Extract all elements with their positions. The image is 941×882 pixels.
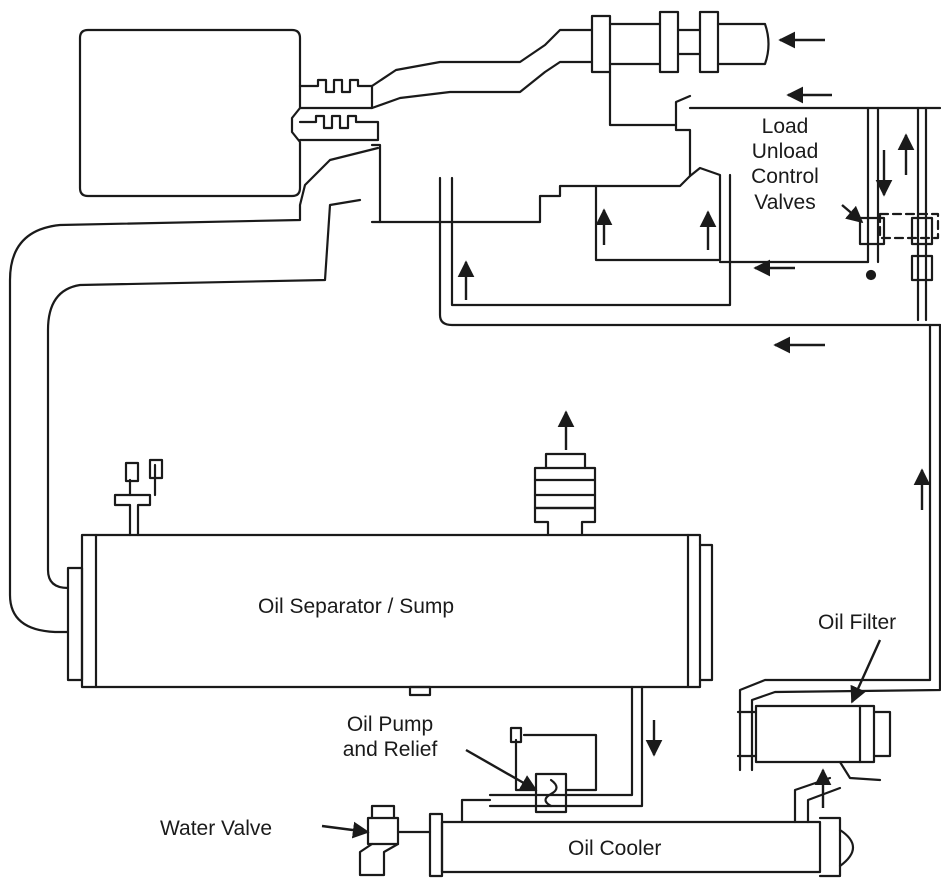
pointer-control-valves <box>841 204 864 224</box>
oil-injection-line <box>438 176 941 327</box>
motor-housing <box>78 28 302 198</box>
water-valve <box>370 804 396 820</box>
load-control-valve <box>858 216 886 246</box>
oil-filter <box>754 704 876 764</box>
oil-pump <box>534 772 568 814</box>
separator-outlet-flange <box>533 506 597 537</box>
oil-cooler-label: Oil Cooler <box>568 837 662 860</box>
suction-line <box>370 28 594 88</box>
water-valve-label: Water Valve <box>160 817 273 840</box>
discharge-line <box>370 143 382 224</box>
separator-drain-pipe <box>488 685 634 797</box>
load-unload-line3: Control <box>751 165 819 189</box>
pointer-water-valve <box>321 821 370 839</box>
load-unload-line1: Load <box>761 115 809 138</box>
pointer-oil-filter <box>850 639 882 704</box>
oil-pump-label: Oil Pump and Relief <box>330 712 450 762</box>
oil-pump-line1: Oil Pump <box>346 713 434 736</box>
suction-flange <box>590 14 612 74</box>
slide-valve-chamber <box>594 166 722 262</box>
load-unload-line2: Unload <box>751 140 819 164</box>
oil-pump-line2: and Relief <box>342 738 438 762</box>
oil-separator-label: Oil Separator / Sump <box>258 595 455 618</box>
load-unload-label: Load Unload Control Valves <box>745 114 825 215</box>
pointer-oil-pump <box>465 748 538 792</box>
load-unload-line4: Valves <box>754 190 816 214</box>
oil-filter-label: Oil Filter <box>818 611 897 634</box>
separator-relief-valves <box>113 493 152 537</box>
unload-control-valve <box>910 216 934 246</box>
compressor-coupling <box>298 78 374 110</box>
